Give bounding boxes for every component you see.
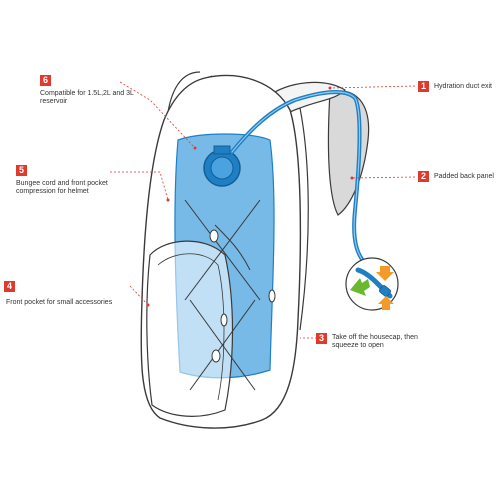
callout-2-label: Padded back panel bbox=[434, 173, 494, 180]
callout-2: 2 Padded back panel bbox=[418, 171, 494, 182]
zipper-pulls bbox=[209, 229, 276, 363]
callout-6-badge: 6 bbox=[40, 75, 51, 86]
callout-1-badge: 1 bbox=[418, 81, 429, 92]
green-arrow-icon bbox=[350, 278, 370, 296]
leader-endpoints bbox=[146, 86, 354, 307]
callout-3-label: Take off the housecap, then squeeze to o… bbox=[332, 334, 418, 349]
callout-4-badge: 4 bbox=[4, 281, 15, 292]
padded-back-panel bbox=[327, 90, 370, 216]
front-pocket bbox=[146, 240, 234, 417]
callout-5-badge: 5 bbox=[16, 165, 27, 176]
callout-5: 5 bbox=[16, 165, 27, 176]
callout-5-label: Bungee cord and front pocket compression… bbox=[16, 180, 108, 195]
orange-arrow-down-icon bbox=[376, 266, 394, 281]
callout-2-badge: 2 bbox=[418, 171, 429, 182]
callout-1-label: Hydration duct exit bbox=[434, 83, 492, 90]
orange-arrow-up-icon bbox=[378, 296, 394, 310]
callout-4: 4 bbox=[4, 281, 15, 292]
callout-1: 1 Hydration duct exit bbox=[418, 81, 492, 92]
callout-6-label: Compatible for 1.5L,2L and 3L reservoir bbox=[40, 90, 134, 105]
callout-3-badge: 3 bbox=[316, 333, 327, 344]
leader-lines bbox=[110, 81, 416, 339]
callout-4-label: Front pocket for small accessories bbox=[6, 299, 113, 306]
callout-3: 3 Take off the housecap, then squeeze to… bbox=[316, 333, 432, 350]
callout-6: 6 bbox=[40, 75, 51, 86]
bungee-cord bbox=[184, 199, 261, 391]
